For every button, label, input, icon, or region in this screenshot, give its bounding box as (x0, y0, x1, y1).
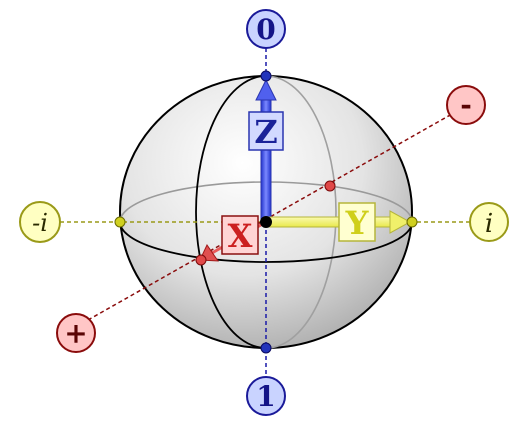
meridian-front-arc (195, 75, 267, 349)
x-axis-label-text: X (228, 217, 253, 255)
state-zero-badge: 0 (246, 9, 286, 49)
y-axis-label: Y (338, 202, 376, 242)
origin-dot (260, 216, 272, 228)
state-zero-text: 0 (256, 13, 275, 46)
equator-dot-left (114, 216, 126, 228)
y-axis-label-text: Y (345, 204, 370, 242)
state-one-text: 1 (256, 380, 275, 413)
z-arrow-head (255, 78, 277, 101)
state-plus-text: + (64, 317, 87, 350)
state-one-badge: 1 (246, 376, 286, 416)
z-axis-label: Z (248, 111, 284, 151)
state-minus-badge: - (446, 85, 486, 125)
state-i-badge: i (469, 202, 509, 242)
state-i-text: i (485, 209, 493, 239)
x-dot-front (195, 254, 207, 266)
y-arrow-head (389, 210, 412, 234)
meridian-back-arc (265, 75, 337, 349)
x-dot-back (324, 180, 336, 192)
pole-dot-top (260, 70, 272, 82)
state-minus-i-text: -i (32, 209, 48, 237)
z-axis-label-text: Z (254, 113, 277, 151)
state-minus-text: - (460, 88, 472, 121)
pole-dot-bottom (260, 342, 272, 354)
x-axis-label: X (221, 215, 259, 255)
state-minus-i-badge: -i (19, 201, 61, 243)
state-plus-badge: + (56, 313, 96, 353)
equator-dot-right (406, 216, 418, 228)
